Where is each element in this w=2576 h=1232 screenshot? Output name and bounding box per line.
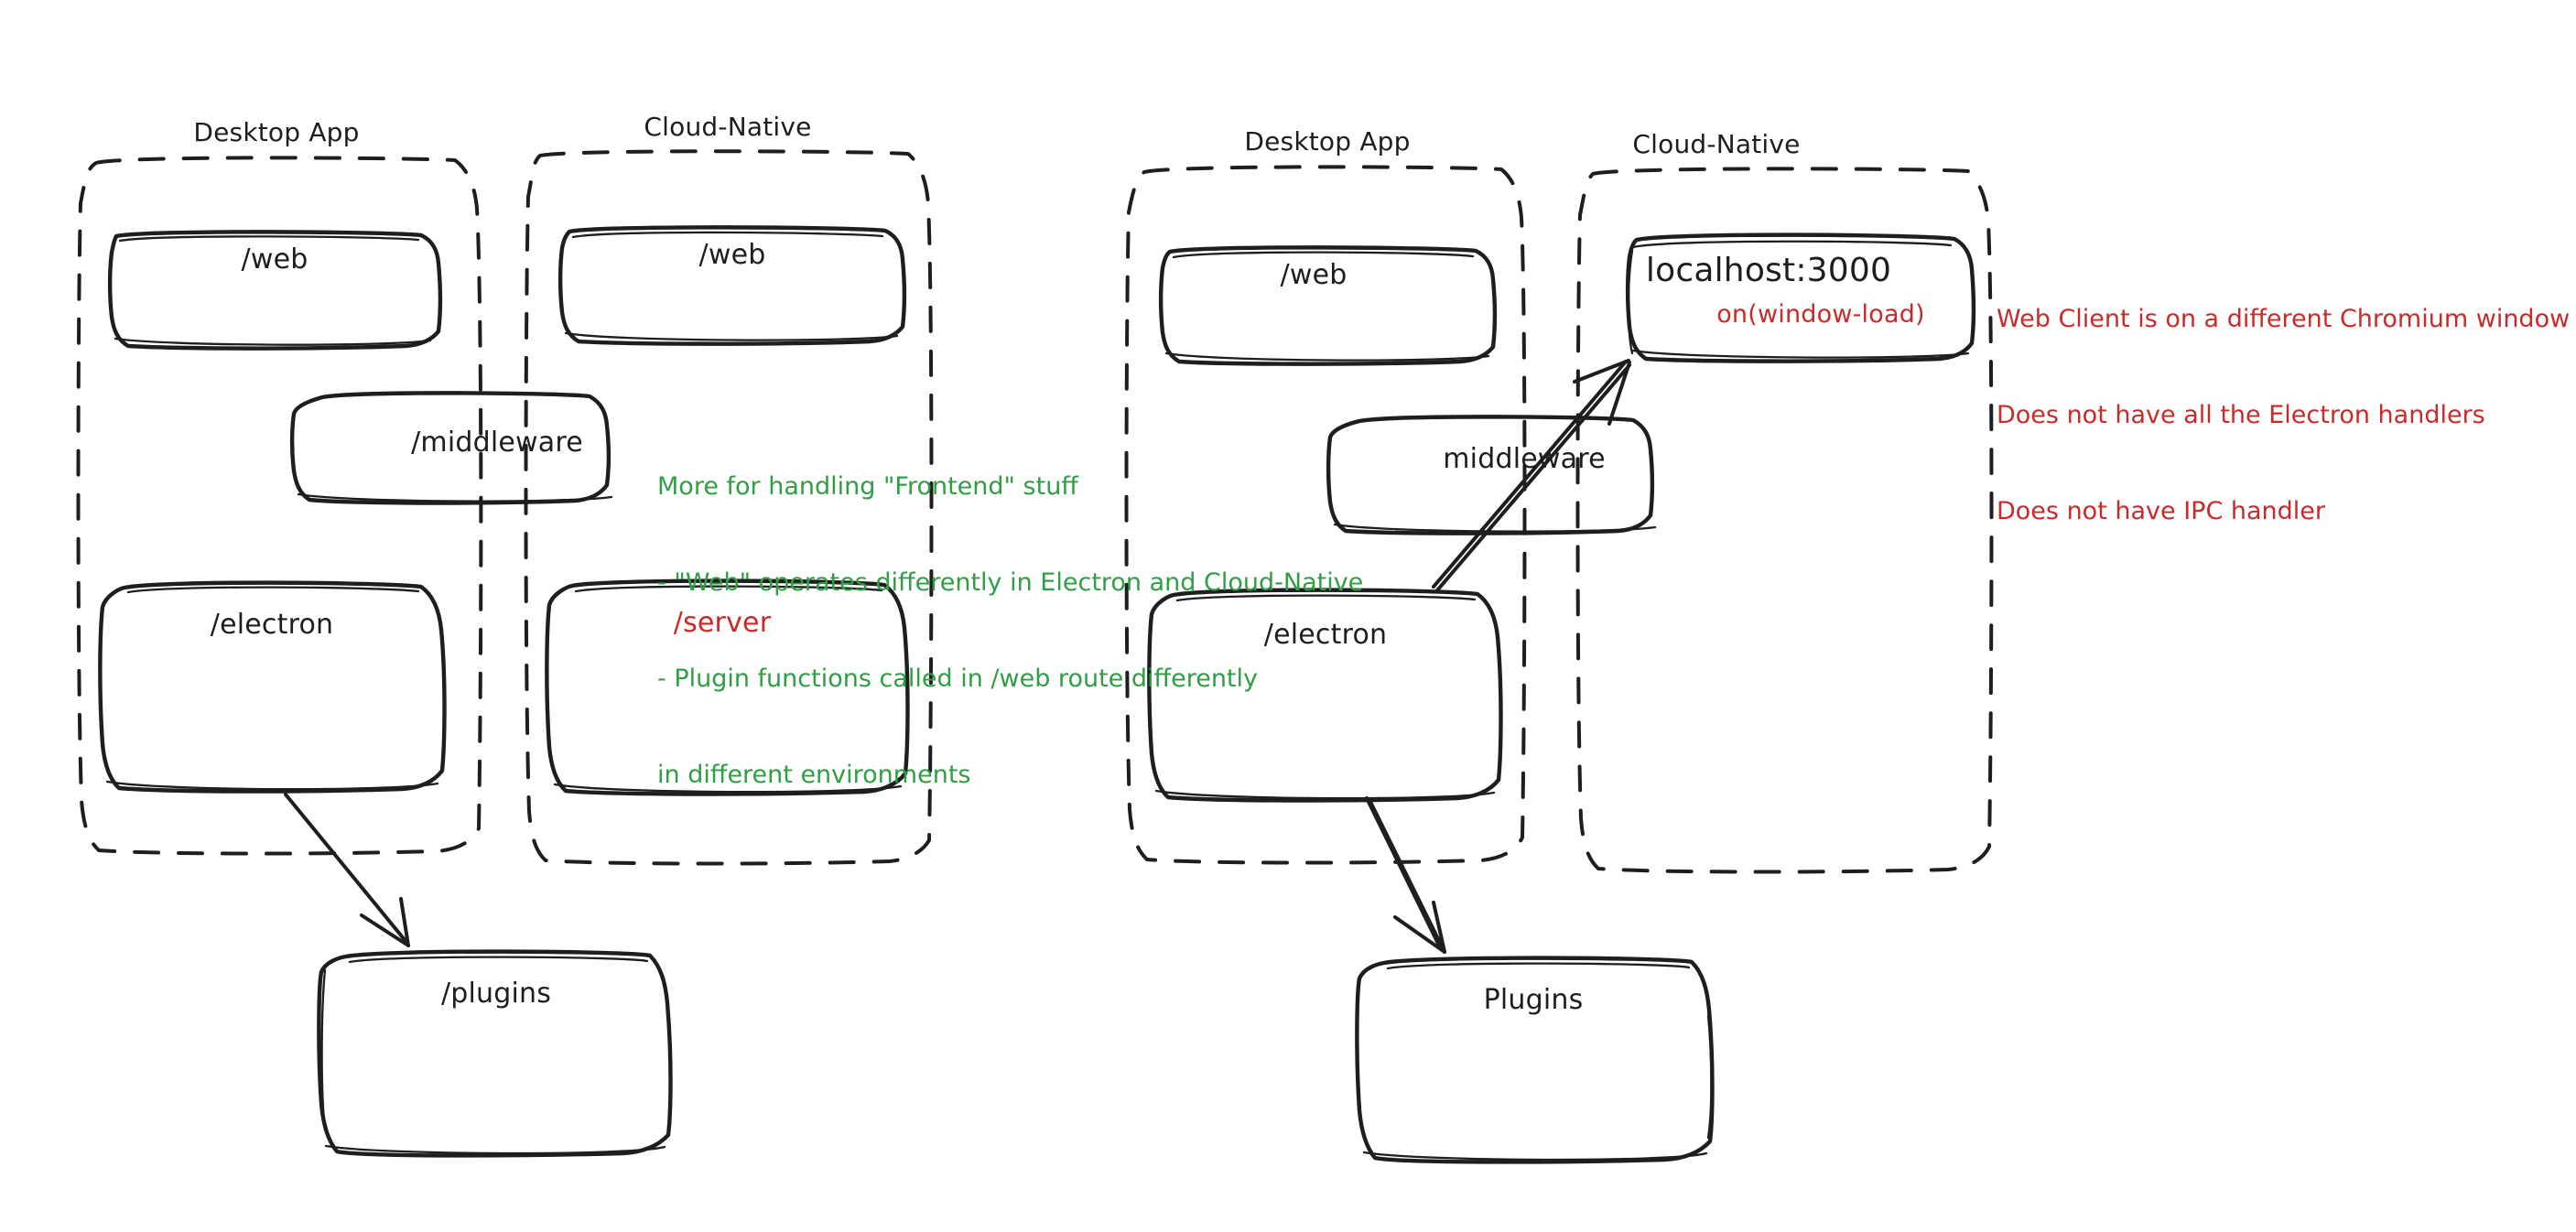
frontend-note-line-3: - Plugin functions called in /web route … — [657, 665, 1259, 693]
left-desktop-web-box — [107, 230, 443, 351]
right-electron-to-localhost-arrow — [1432, 359, 1631, 592]
left-plugins-box — [317, 949, 673, 1158]
right-middleware-label: middleware — [1443, 443, 1606, 475]
right-middleware-box — [1326, 415, 1657, 535]
left-electron-to-plugins-arrow — [284, 793, 410, 947]
right-localhost-box — [1625, 232, 1976, 363]
left-cloud-web-label: /web — [698, 239, 766, 271]
right-electron-label: /electron — [1263, 619, 1388, 651]
left-cloud-web-box — [557, 225, 907, 346]
right-plugins-box — [1355, 956, 1715, 1164]
left-cloud-native-container — [524, 149, 934, 866]
frontend-note-line-4: in different environments — [657, 761, 971, 789]
left-middleware-label: /middleware — [411, 427, 583, 459]
left-desktop-app-container — [76, 156, 483, 856]
right-localhost-sublabel: on(window-load) — [1716, 300, 1925, 329]
right-electron-box — [1147, 588, 1503, 803]
left-plugins-label: /plugins — [440, 978, 552, 1010]
left-electron-label: /electron — [210, 609, 334, 641]
left-desktop-web-label: /web — [241, 243, 308, 276]
right-localhost-label: localhost:3000 — [1645, 252, 1892, 289]
right-desktop-web-box — [1158, 245, 1498, 366]
web-client-note-line-3: Does not have IPC handler — [1997, 497, 2326, 525]
right-desktop-web-label: /web — [1280, 259, 1348, 291]
left-desktop-app-title: Desktop App — [193, 117, 360, 147]
right-plugins-label: Plugins — [1483, 984, 1584, 1016]
left-server-box — [545, 578, 910, 796]
left-electron-box — [98, 580, 447, 794]
right-desktop-app-container — [1124, 165, 1527, 865]
web-client-note: Web Client is on a different Chromium wi… — [1997, 239, 2570, 591]
right-electron-to-plugins-arrow — [1365, 796, 1446, 954]
frontend-note: More for handling "Frontend" stuff - "We… — [657, 406, 1363, 855]
left-server-label: /server — [673, 607, 772, 639]
frontend-note-line-2: - "Web" operates differently in Electron… — [657, 568, 1364, 597]
left-cloud-native-title: Cloud-Native — [644, 112, 812, 142]
right-cloud-native-title: Cloud-Native — [1632, 129, 1801, 159]
right-desktop-app-title: Desktop App — [1244, 126, 1411, 157]
right-cloud-native-container — [1575, 167, 1994, 874]
frontend-note-line-1: More for handling "Frontend" stuff — [657, 472, 1078, 501]
web-client-note-line-1: Web Client is on a different Chromium wi… — [1997, 305, 2571, 333]
web-client-note-line-2: Does not have all the Electron handlers — [1997, 401, 2485, 429]
left-middleware-box — [289, 391, 613, 505]
